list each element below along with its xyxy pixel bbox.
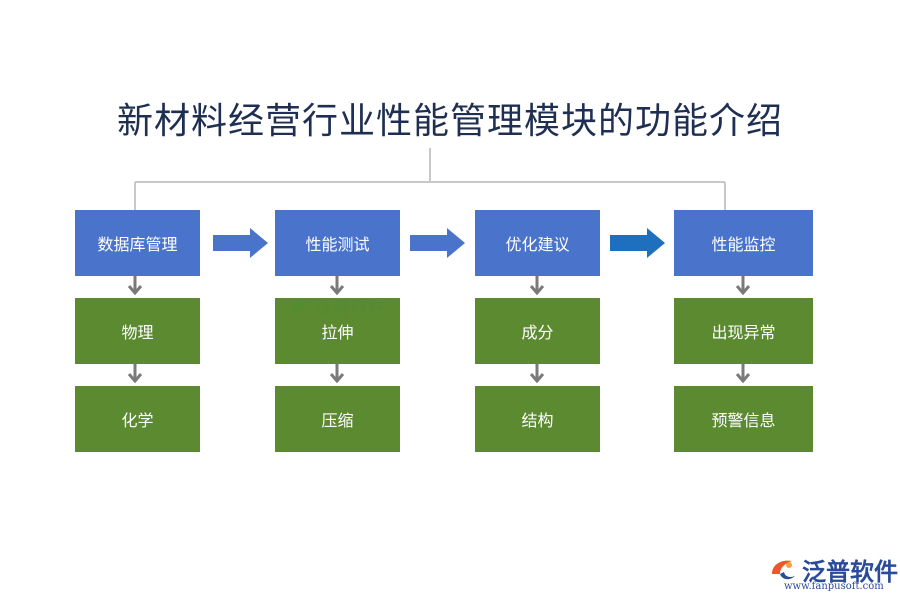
item-box-chemistry: 化学: [75, 386, 200, 452]
flow-arrow-2: [410, 228, 465, 258]
flow-arrow-3: [610, 228, 665, 258]
header-box-monitoring: 性能监控: [674, 210, 813, 276]
brand-logo: 泛普软件: [768, 552, 898, 587]
diagram-title: 新材料经营行业性能管理模块的功能介绍: [116, 101, 783, 142]
arrowhead-3a: [529, 285, 545, 296]
item-box-composition: 成分: [475, 298, 600, 364]
arrowhead-4a: [735, 285, 751, 296]
arrowhead-1a: [127, 285, 143, 296]
watermark-leaf-icon: [291, 298, 307, 313]
brand-url: www.fanpusoft.com: [784, 581, 884, 592]
arrowhead-2b: [329, 373, 345, 384]
item-box-tensile: 拉伸: [275, 298, 400, 364]
brand-name: 泛普软件: [802, 558, 898, 586]
arrowhead-2a: [329, 285, 345, 296]
header-box-optimization: 优化建议: [475, 210, 600, 276]
watermark-text: 泛普软件: [314, 298, 386, 319]
flow-arrow-1: [213, 228, 268, 258]
arrowhead-3b: [529, 373, 545, 384]
arrowhead-1b: [127, 373, 143, 384]
item-box-structure: 结构: [475, 386, 600, 452]
item-box-warning: 预警信息: [674, 386, 813, 452]
item-box-compression: 压缩: [275, 386, 400, 452]
header-box-performance-test: 性能测试: [275, 210, 400, 276]
brand-swirl-icon: [772, 560, 795, 579]
item-box-physics: 物理: [75, 298, 200, 364]
header-box-database: 数据库管理: [75, 210, 200, 276]
item-box-anomaly: 出现异常: [674, 298, 813, 364]
watermark: 泛普软件: [288, 294, 386, 320]
arrowhead-4b: [735, 373, 751, 384]
